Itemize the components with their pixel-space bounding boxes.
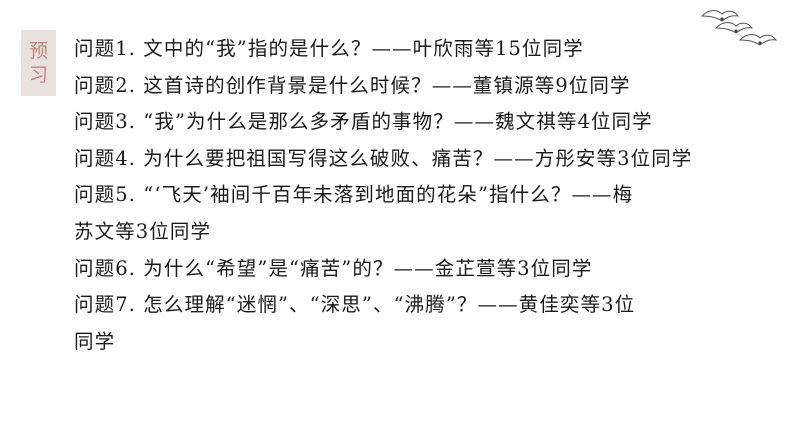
question-7-line-continued: 同学 xyxy=(74,329,116,353)
question-3-line: 问题3. “我”为什么是那么多矛盾的事物？——魏文祺等4位同学 xyxy=(74,110,653,134)
question-2-line: 问题2. 这首诗的创作背景是什么时候？——董镇源等9位同学 xyxy=(74,73,631,97)
question-5-line: 问题5. “‘飞天’袖间千百年未落到地面的花朵”指什么？——梅 xyxy=(74,183,634,207)
question-5-line-continued: 苏文等3位同学 xyxy=(74,219,212,243)
preview-tag-char-1: 预 xyxy=(28,40,48,62)
question-7-line: 问题7. 怎么理解“迷惘”、“深思”、“沸腾”？——黄佳奕等3位 xyxy=(74,293,636,317)
preview-tag: 预 习 xyxy=(21,30,56,96)
question-1-line: 问题1. 文中的“我”指的是什么？——叶欣雨等15位同学 xyxy=(74,37,584,60)
question-4-line: 问题4. 为什么要把祖国写得这么破败、痛苦？——方彤安等3位同学 xyxy=(74,146,693,170)
preview-tag-char-2: 习 xyxy=(28,64,48,86)
question-list: 问题1. 文中的“我”指的是什么？——叶欣雨等15位同学 问题2. 这首诗的创作… xyxy=(74,31,774,360)
cranes-decoration-icon xyxy=(700,10,778,46)
question-6-line: 问题6. 为什么“希望”是“痛苦”的？——金芷萱等3位同学 xyxy=(74,256,593,280)
